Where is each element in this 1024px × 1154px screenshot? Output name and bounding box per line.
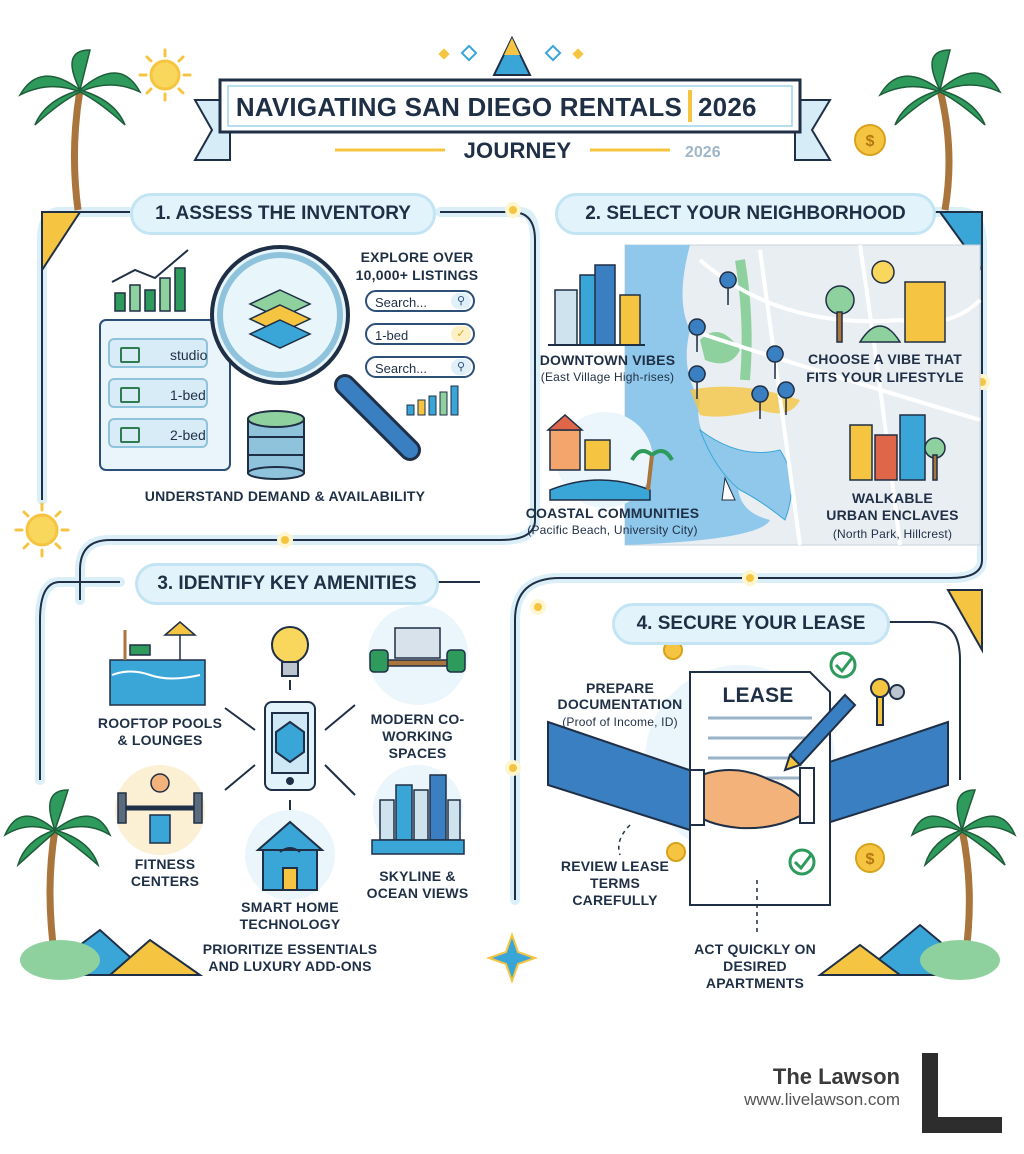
- svg-text:$: $: [866, 851, 875, 868]
- coin-icon: [663, 124, 886, 873]
- step-1-title: 1. ASSESS THE INVENTORY: [130, 193, 436, 235]
- header-banner: [193, 35, 832, 161]
- coworking-icon: [368, 605, 468, 705]
- title-divider: [688, 90, 692, 122]
- sparkle-icon: [485, 931, 539, 985]
- brand-name: The Lawson: [772, 1064, 900, 1089]
- subtitle-year: 2026: [685, 144, 721, 161]
- bedroom-filter-field[interactable]: 1-bed✓: [365, 323, 475, 345]
- brand-url[interactable]: www.livelawson.com: [744, 1090, 900, 1109]
- downtown-skyline-icon: [548, 264, 645, 346]
- bed-icon: [120, 427, 140, 443]
- dashed-leaders: [618, 824, 758, 935]
- urban-enclave-icon: [849, 414, 946, 481]
- pools-label: ROOFTOP POOLS & LOUNGES: [97, 715, 223, 748]
- brand-logo: [922, 1053, 1002, 1133]
- smart-home-icon: [245, 810, 335, 900]
- unit-type-2bed: 2-bed: [108, 418, 208, 448]
- fitness-icon: [115, 765, 205, 855]
- downtown-label: DOWNTOWN VIBES(East Village High-rises): [539, 352, 676, 384]
- search-icon: ⚲: [451, 359, 471, 375]
- san-diego-map: [624, 244, 982, 546]
- mountain-decoration: [20, 923, 1000, 980]
- unit-type-studio: studio: [108, 338, 208, 368]
- check-icon: ✓: [451, 326, 471, 342]
- urban-label: WALKABLE URBAN ENCLAVES(North Park, Hill…: [826, 490, 959, 541]
- search-field-1[interactable]: Search...⚲: [365, 290, 475, 312]
- explore-listings-label: EXPLORE OVER 10,000+ LISTINGS: [355, 249, 479, 283]
- step-3-caption: PRIORITIZE ESSENTIALS AND LUXURY ADD-ONS: [202, 941, 378, 974]
- path-nodes: [277, 202, 990, 776]
- door-icon: [120, 347, 140, 363]
- sun-icon: [138, 48, 192, 102]
- svg-text:$: $: [866, 133, 875, 150]
- skyline-ocean-icon: [371, 765, 465, 855]
- connector-lines: [224, 680, 356, 812]
- fitness-label: FITNESS CENTERS: [130, 856, 200, 889]
- smartphone-icon: [264, 701, 316, 791]
- coastal-label: COASTAL COMMUNITIES(Pacific Beach, Unive…: [525, 505, 700, 537]
- sun-icon: [14, 502, 70, 558]
- park-scene-icon: [825, 260, 946, 343]
- skyline-label: SKYLINE & OCEAN VIEWS: [366, 868, 469, 901]
- bed-icon: [120, 387, 140, 403]
- choose-vibe-label: CHOOSE A VIBE THAT FITS YOUR LIFESTYLE: [806, 351, 964, 385]
- striped-decoration: [41, 211, 983, 654]
- review-terms-label: REVIEW LEASE TERMS CAREFULLY: [560, 858, 670, 908]
- act-quickly-label: ACT QUICKLY ON DESIRED APARTMENTS: [694, 941, 816, 991]
- step-4-title: 4. SECURE YOUR LEASE: [612, 603, 890, 645]
- palm-tree-icon: [18, 49, 142, 211]
- smarthome-label: SMART HOME TECHNOLOGY: [239, 899, 341, 932]
- lease-document-title: LEASE: [722, 684, 794, 707]
- mini-bar-chart-icon: [406, 385, 459, 416]
- step-1-caption: UNDERSTAND DEMAND & AVAILABILITY: [144, 488, 426, 504]
- checkmark-icon: [788, 651, 857, 876]
- page-subtitle: JOURNEY: [463, 138, 572, 163]
- keys-icon: [870, 678, 905, 726]
- map-pin-icon: [688, 271, 795, 420]
- prepare-docs-label: PREPARE DOCUMENTATION(Proof of Income, I…: [557, 680, 683, 729]
- title-year: 2026: [698, 92, 757, 122]
- coastal-town-icon: [546, 412, 674, 508]
- bar-chart-icon: [111, 249, 189, 312]
- palm-tree-icon: [910, 789, 1017, 961]
- unit-type-1bed: 1-bed: [108, 378, 208, 408]
- lightbulb-icon: [271, 626, 309, 677]
- pen-icon: [783, 693, 857, 772]
- handshake-hands-icon: [689, 767, 815, 830]
- pool-icon: [109, 621, 206, 706]
- database-icon: [247, 410, 305, 480]
- search-field-2[interactable]: Search...⚲: [365, 356, 475, 378]
- coworking-label: MODERN CO-WORKING SPACES: [370, 711, 465, 761]
- step-2-title: 2. SELECT YOUR NEIGHBORHOOD: [555, 193, 936, 235]
- step-3-title: 3. IDENTIFY KEY AMENITIES: [135, 563, 439, 605]
- search-icon: ⚲: [451, 293, 471, 309]
- magnifier-icon: [210, 245, 421, 461]
- page-title: NAVIGATING SAN DIEGO RENTALS: [235, 92, 682, 122]
- palm-tree-icon: [878, 49, 1002, 211]
